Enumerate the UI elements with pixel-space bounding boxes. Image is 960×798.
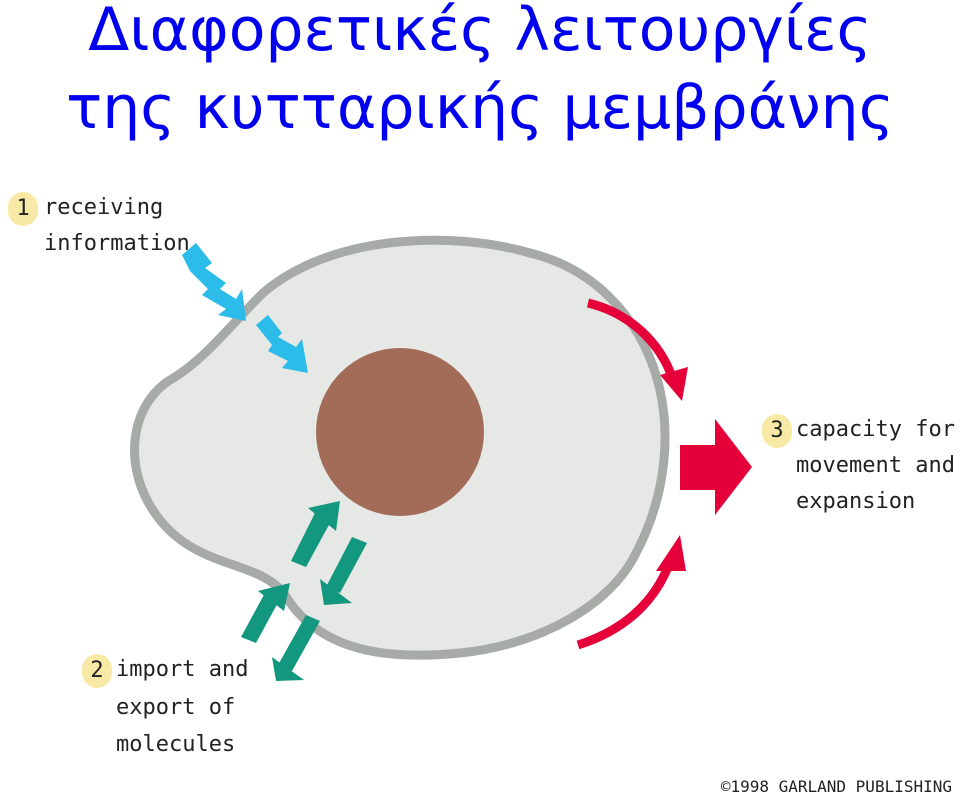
label-3-line-2: movement and	[796, 453, 955, 478]
transport-arrow-out-down	[278, 615, 320, 671]
transport-arrow-out-up-head	[258, 583, 290, 611]
cell-membrane-diagram: 1 receiving information 2 import and exp…	[0, 175, 960, 798]
transport-arrow-in-down	[326, 537, 367, 593]
movement-arrow-curved-bottom-head	[656, 535, 686, 571]
slide-title-line-2: της κυτταρικής μεμβράνης	[66, 73, 894, 143]
transport-arrow-in-down-head	[320, 579, 352, 605]
movement-arrow-curved-top	[586, 298, 677, 379]
slide-title-line-1: Διαφορετικές λειτουργίες	[88, 0, 872, 65]
transport-arrows-outer	[241, 583, 320, 681]
nucleus	[316, 348, 484, 516]
label-1-number-badge: 1	[8, 192, 38, 226]
label-1-line-2: information	[44, 231, 190, 256]
transport-arrow-out-up	[241, 591, 281, 643]
label-3-line-1: capacity for	[796, 417, 955, 442]
label-3-line-3: expansion	[796, 489, 916, 514]
diagram-graphic	[130, 235, 752, 681]
transport-arrows-inner	[291, 501, 367, 605]
movement-arrow-straight	[680, 419, 752, 515]
copyright-notice: ©1998 GARLAND PUBLISHING	[720, 777, 952, 796]
label-2-line-1: import and	[116, 657, 249, 682]
label-3-number-badge: 3	[762, 414, 792, 448]
signal-arrow-lower	[256, 315, 308, 373]
label-2-number-badge: 2	[82, 654, 112, 688]
label-1-line-1: receiving	[44, 195, 164, 220]
label-2-line-2: export of	[116, 695, 236, 720]
signal-arrow-upper	[182, 243, 246, 321]
label-2-line-3: molecules	[116, 732, 236, 757]
movement-arrow-curved-top-head	[660, 367, 688, 401]
movement-arrow-curved-bottom	[576, 565, 673, 650]
transport-arrow-in-up-head	[308, 501, 340, 531]
transport-arrow-out-down-head	[272, 657, 304, 681]
